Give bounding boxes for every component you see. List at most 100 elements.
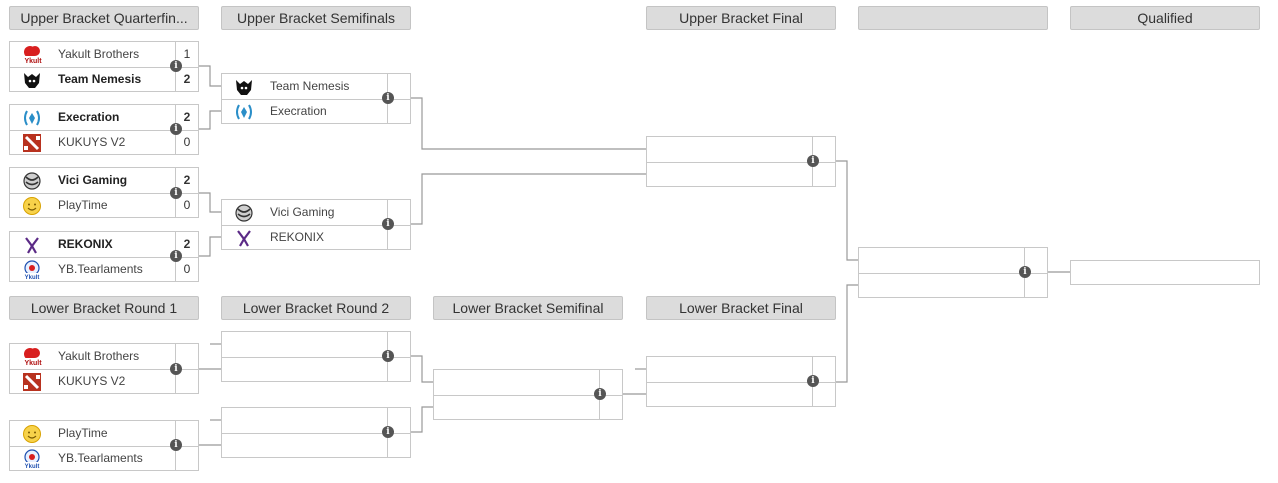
team-name: Execration: [58, 110, 120, 124]
team-name: KUKUYS V2: [58, 135, 126, 149]
match-info-icon[interactable]: i: [382, 218, 394, 230]
team-name: PlayTime: [58, 198, 108, 212]
team-row[interactable]: Yakult Brothers: [10, 344, 198, 370]
team-row[interactable]: [222, 357, 410, 382]
grand-final-match[interactable]: [858, 247, 1048, 298]
team-name: Yakult Brothers: [58, 47, 140, 61]
qualified-slot[interactable]: [1070, 260, 1260, 285]
match-info-icon[interactable]: i: [170, 250, 182, 262]
rekonix-logo-icon: [233, 227, 255, 249]
team-row[interactable]: [647, 137, 835, 163]
team-name: Vici Gaming: [58, 173, 128, 187]
match-info-icon[interactable]: i: [170, 187, 182, 199]
lb-r1-match-2[interactable]: PlayTime YB.Tearlaments: [9, 420, 199, 471]
lb-final-match[interactable]: [646, 356, 836, 407]
match-info-icon[interactable]: i: [382, 350, 394, 362]
ub-qf-match-1[interactable]: Yakult Brothers 1 Team Nemesis 2: [9, 41, 199, 92]
team-row[interactable]: [434, 395, 622, 420]
team-row[interactable]: Vici Gaming 2: [10, 168, 198, 194]
lb-r1-match-1[interactable]: Yakult Brothers KUKUYS V2: [9, 343, 199, 394]
team-row[interactable]: [859, 273, 1047, 298]
team-score: 2: [175, 232, 198, 257]
header-grand-final: [858, 6, 1048, 30]
team-name: KUKUYS V2: [58, 374, 126, 388]
team-score: 0: [175, 257, 198, 282]
team-row[interactable]: REKONIX 2: [10, 232, 198, 258]
team-row[interactable]: Yakult Brothers 1: [10, 42, 198, 68]
ub-qf-match-2[interactable]: Execration 2 KUKUYS V2 0: [9, 104, 199, 155]
team-score: 2: [175, 168, 198, 193]
vici-gaming-logo-icon: [21, 170, 43, 192]
yakult-brothers-logo-icon: [21, 346, 43, 368]
rekonix-logo-icon: [21, 234, 43, 256]
team-nemesis-logo-icon: [21, 69, 43, 91]
header-qualified: Qualified: [1070, 6, 1260, 30]
team-row[interactable]: [859, 248, 1047, 274]
team-row[interactable]: KUKUYS V2 0: [10, 130, 198, 155]
team-row[interactable]: [647, 382, 835, 407]
execration-logo-icon: [21, 107, 43, 129]
team-row[interactable]: PlayTime: [10, 421, 198, 447]
team-row[interactable]: [222, 408, 410, 434]
match-info-icon[interactable]: i: [807, 375, 819, 387]
header-upper-bracket-semifinals: Upper Bracket Semifinals: [221, 6, 411, 30]
header-upper-bracket-quarterfinals: Upper Bracket Quarterfin...: [9, 6, 199, 30]
playtime-logo-icon: [21, 195, 43, 217]
header-lower-bracket-final: Lower Bracket Final: [646, 296, 836, 320]
team-row[interactable]: [647, 162, 835, 187]
team-name: PlayTime: [58, 426, 108, 440]
match-info-icon[interactable]: i: [1019, 266, 1031, 278]
team-row[interactable]: Execration 2: [10, 105, 198, 131]
team-score: 2: [175, 105, 198, 130]
match-info-icon[interactable]: i: [170, 123, 182, 135]
team-row[interactable]: [434, 370, 622, 396]
team-row[interactable]: [647, 357, 835, 383]
team-name: Team Nemesis: [58, 72, 142, 86]
yakult-brothers-logo-icon: [21, 44, 43, 66]
team-row[interactable]: YB.Tearlaments: [10, 446, 198, 471]
team-score: 0: [175, 193, 198, 218]
ub-sf-match-1[interactable]: Team Nemesis Execration: [221, 73, 411, 124]
team-score: 1: [175, 42, 198, 67]
team-row[interactable]: Execration: [222, 99, 410, 124]
team-name: Vici Gaming: [270, 205, 335, 219]
lb-sf-match[interactable]: [433, 369, 623, 420]
yb-tearlaments-logo-icon: [21, 259, 43, 281]
team-name: YB.Tearlaments: [58, 451, 143, 465]
team-row[interactable]: [222, 332, 410, 358]
team-row[interactable]: Vici Gaming: [222, 200, 410, 226]
team-name: Team Nemesis: [270, 79, 350, 93]
ub-sf-match-2[interactable]: Vici Gaming REKONIX: [221, 199, 411, 250]
team-name: REKONIX: [270, 230, 325, 244]
vici-gaming-logo-icon: [233, 202, 255, 224]
team-name: YB.Tearlaments: [58, 262, 143, 276]
match-info-icon[interactable]: i: [382, 92, 394, 104]
team-row[interactable]: [222, 433, 410, 458]
ub-qf-match-4[interactable]: REKONIX 2 YB.Tearlaments 0: [9, 231, 199, 282]
yb-tearlaments-logo-icon: [21, 448, 43, 470]
team-row[interactable]: Team Nemesis: [222, 74, 410, 100]
team-row[interactable]: Team Nemesis 2: [10, 67, 198, 92]
header-lower-bracket-round-1: Lower Bracket Round 1: [9, 296, 199, 320]
lb-r2-match-2[interactable]: [221, 407, 411, 458]
match-info-icon[interactable]: i: [170, 439, 182, 451]
header-lower-bracket-round-2: Lower Bracket Round 2: [221, 296, 411, 320]
team-row[interactable]: KUKUYS V2: [10, 369, 198, 394]
dota-logo-icon: [21, 132, 43, 154]
team-score: 0: [175, 130, 198, 155]
match-info-icon[interactable]: i: [170, 60, 182, 72]
ub-final-match[interactable]: [646, 136, 836, 187]
match-info-icon[interactable]: i: [594, 388, 606, 400]
ub-qf-match-3[interactable]: Vici Gaming 2 PlayTime 0: [9, 167, 199, 218]
match-info-icon[interactable]: i: [170, 363, 182, 375]
match-info-icon[interactable]: i: [382, 426, 394, 438]
execration-logo-icon: [233, 101, 255, 123]
playtime-logo-icon: [21, 423, 43, 445]
match-info-icon[interactable]: i: [807, 155, 819, 167]
header-upper-bracket-final: Upper Bracket Final: [646, 6, 836, 30]
team-row[interactable]: REKONIX: [222, 225, 410, 250]
lb-r2-match-1[interactable]: [221, 331, 411, 382]
team-row[interactable]: YB.Tearlaments 0: [10, 257, 198, 282]
team-row[interactable]: PlayTime 0: [10, 193, 198, 218]
